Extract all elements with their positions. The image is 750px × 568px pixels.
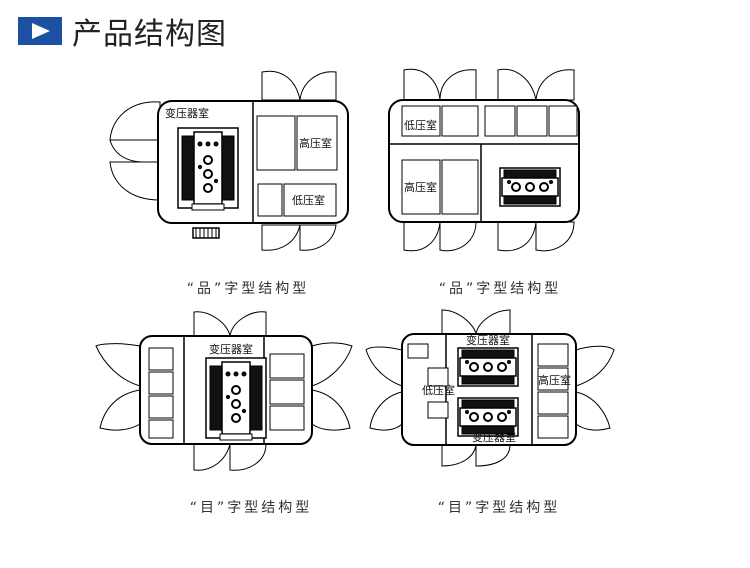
caption-diagram-4: “目”字型结构型 [438,500,561,516]
label-high-voltage-room: 高压室 [299,136,332,150]
label-low-voltage-room: 低压室 [422,383,455,397]
label-transformer-room-top: 变压器室 [466,333,510,347]
diagram-mu-1 [95,311,353,471]
caption-diagram-2: “品”字型结构型 [439,281,562,297]
play-triangle-icon [18,17,62,45]
label-transformer-room: 变压器室 [165,106,209,120]
diagram-pin-2 [388,68,580,252]
label-transformer-room-bottom: 变压器室 [472,430,516,444]
page-title: 产品结构图 [72,17,227,52]
label-high-voltage-room: 高压室 [538,373,571,387]
label-low-voltage-room: 低压室 [404,118,437,132]
caption-diagram-3: “目”字型结构型 [190,500,313,516]
diagram-mu-2 [365,309,615,467]
label-high-voltage-room: 高压室 [404,180,437,194]
diagram-pin-1 [109,70,349,251]
caption-diagram-1: “品”字型结构型 [187,281,310,297]
label-low-voltage-room: 低压室 [292,193,325,207]
label-transformer-room: 变压器室 [209,342,253,356]
section-header: 产品结构图 [18,14,227,52]
